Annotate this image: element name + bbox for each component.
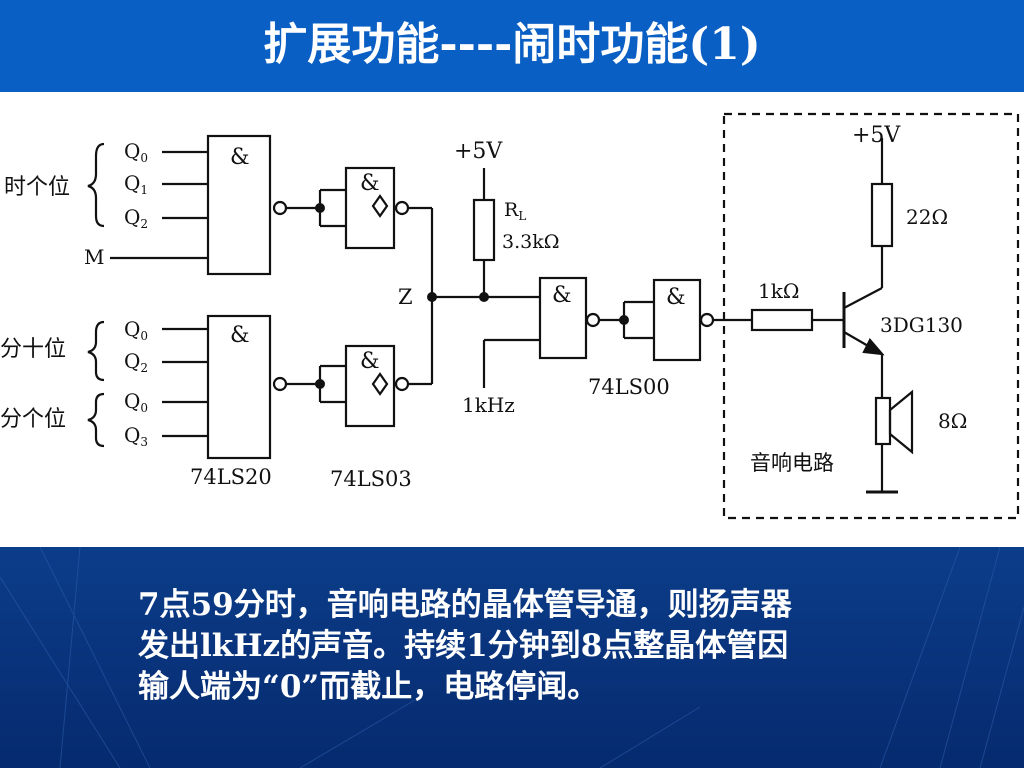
label-rl: RL	[504, 199, 526, 223]
brace-hour-units	[87, 142, 105, 228]
label-sound-circuit: 音响电路	[750, 451, 834, 475]
label-speaker: 8Ω	[938, 409, 967, 433]
circuit-diagram-area: 时个位 分十位 分个位 Q0 Q1 Q2 M Q0 Q2 Q0 Q3 & & &…	[0, 92, 1024, 547]
circuit-diagram: 时个位 分十位 分个位 Q0 Q1 Q2 M Q0 Q2 Q0 Q3 & & &…	[0, 112, 1020, 520]
label-74ls03: 74LS03	[330, 467, 412, 491]
label-minute-tens: 分十位	[0, 337, 66, 362]
label-1khz: 1kHz	[462, 393, 515, 417]
label-base-resistor: 1kΩ	[758, 279, 799, 303]
and-symbol-74ls00-second: &	[666, 285, 686, 310]
title-bar: 扩展功能----闹时功能(1)	[0, 0, 1024, 92]
slide-title: 扩展功能----闹时功能(1)	[263, 19, 761, 70]
caption-line: 输人端为“0”而截止，电路停闻。	[138, 669, 599, 705]
and-symbol-74ls00-first: &	[552, 283, 572, 308]
brace-minute-units	[87, 392, 105, 448]
caption-area: 7点59分时，音响电路的晶体管导通，则扬声器 发出lkHz的声音。持续1分钟到8…	[0, 547, 1024, 768]
label-q0-min-units: Q0	[124, 389, 148, 415]
and-symbol-74ls03-upper: &	[360, 171, 380, 196]
background-lines	[0, 547, 1024, 768]
label-hour-units: 时个位	[4, 175, 70, 200]
label-q2-min-tens: Q2	[124, 349, 148, 375]
label-minute-units: 分个位	[0, 407, 66, 432]
gate-74ls03-upper	[344, 166, 396, 250]
label-q0-hour: Q0	[124, 139, 148, 165]
and-symbol-74ls20-upper: &	[230, 145, 250, 170]
label-74ls20: 74LS20	[190, 465, 272, 489]
label-collector-resistor: 22Ω	[906, 205, 948, 229]
sound-circuit-box	[722, 112, 1020, 520]
gate-74ls20-upper	[206, 134, 272, 276]
label-transistor: 3DG130	[880, 313, 963, 337]
label-node-z: Z	[398, 285, 413, 309]
caption-text: 7点59分时，音响电路的晶体管导通，则扬声器 发出lkHz的声音。持续1分钟到8…	[138, 585, 968, 708]
resistor-collector	[870, 182, 894, 248]
label-supply-right: +5V	[852, 123, 901, 148]
label-74ls00: 74LS00	[588, 375, 670, 399]
caption-line: 7点59分时，音响电路的晶体管导通，则扬声器	[138, 587, 792, 623]
speaker	[874, 396, 892, 446]
caption-line: 发出lkHz的声音。持续1分钟到8点整晶体管因	[138, 628, 789, 664]
label-rl-value: 3.3kΩ	[502, 231, 559, 253]
label-q0-min-tens: Q0	[124, 317, 148, 343]
resistor-rl	[472, 198, 496, 262]
gate-74ls20-lower	[206, 314, 272, 460]
and-symbol-74ls20-lower: &	[230, 323, 250, 348]
and-symbol-74ls03-lower: &	[360, 349, 380, 374]
gate-74ls00-first	[538, 276, 588, 360]
label-q3-min-units: Q3	[124, 423, 148, 449]
label-supply-left: +5V	[454, 139, 503, 164]
label-q2-hour: Q2	[124, 205, 148, 231]
label-q1-hour: Q1	[124, 171, 148, 197]
label-m: M	[84, 245, 104, 269]
gate-74ls03-lower	[344, 344, 396, 428]
resistor-base	[750, 308, 814, 332]
brace-minute-tens	[87, 320, 105, 382]
